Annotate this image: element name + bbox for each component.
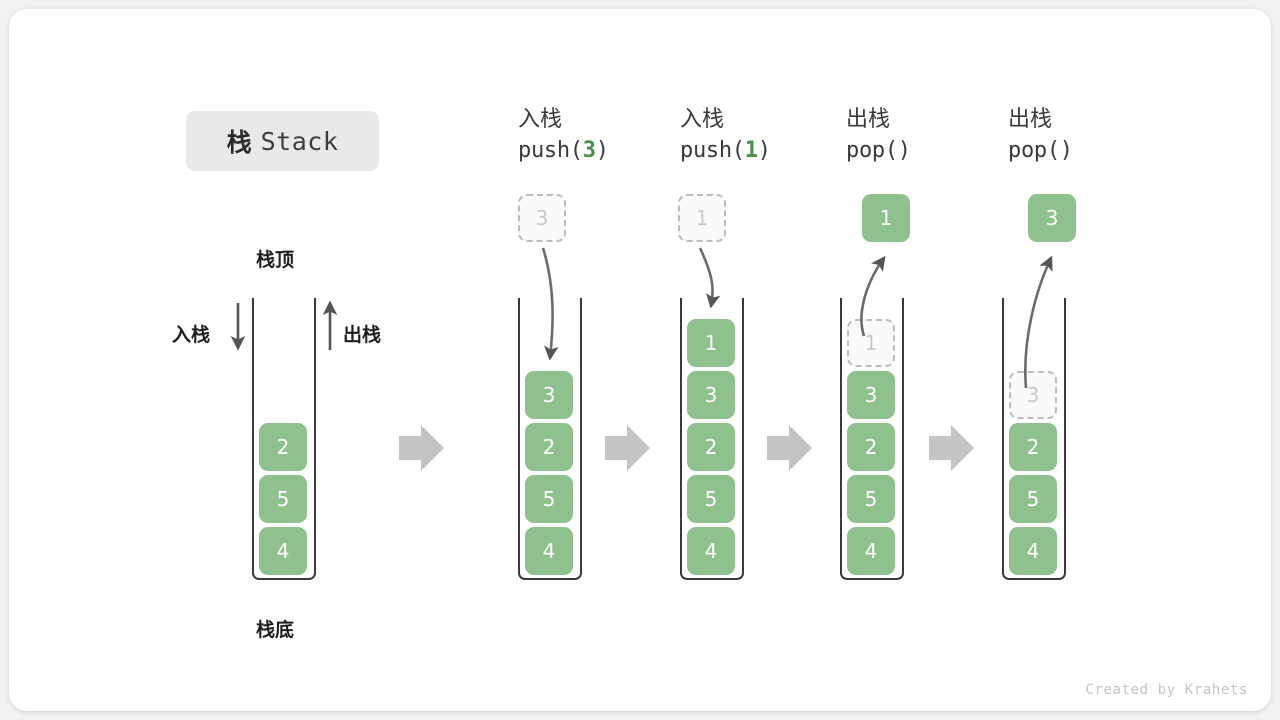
stack-cell: 1 [687,319,735,367]
stack-cell: 2 [259,423,307,471]
stack-cell: 4 [259,527,307,575]
stack-cell: 4 [1009,527,1057,575]
stack-cell-ghost: 3 [1009,371,1057,419]
column-header-pop-1: 出栈 pop() [846,104,1016,166]
op-prefix: pop( [1008,138,1060,164]
op-suffix: ) [897,138,911,164]
stack-cell: 5 [1009,475,1057,523]
watermark: Created by Krahets [1085,682,1248,698]
op-value: 3 [582,138,596,164]
stack-cell: 3 [525,371,573,419]
title-en: Stack [260,126,339,156]
op-prefix: push( [680,138,745,164]
op-suffix: ) [757,138,771,164]
column-header-push-3: 入栈 push(3) [518,104,688,166]
op-prefix: pop( [846,138,898,164]
diagram-title: 栈 Stack [186,111,379,171]
floating-cell-ghost: 3 [518,194,566,242]
stack-bottom-label: 栈底 [256,619,295,641]
op-suffix: ) [595,138,609,164]
column-header-cn: 出栈 [1008,107,1053,132]
stack-cell: 4 [525,527,573,575]
pop-direction-label: 出栈 [343,324,382,346]
stack-cell: 3 [687,371,735,419]
column-header-cn: 出栈 [846,107,891,132]
column-header-cn: 入栈 [680,107,725,132]
column-header-op: pop() [1008,135,1178,166]
op-prefix: push( [518,138,583,164]
floating-cell-popped: 3 [1028,194,1076,242]
column-header-push-1: 入栈 push(1) [680,104,850,166]
column-header-op: push(1) [680,135,850,166]
stack-cell: 5 [687,475,735,523]
op-suffix: ) [1059,138,1073,164]
stack-cell: 5 [525,475,573,523]
stack-cell: 2 [1009,423,1057,471]
stack-cell-ghost: 1 [847,319,895,367]
push-direction-label: 入栈 [172,324,211,346]
stack-cell: 4 [687,527,735,575]
stack-top-label: 栈顶 [256,249,295,271]
stack-cell: 5 [847,475,895,523]
op-value: 1 [744,138,758,164]
stack-cell: 2 [687,423,735,471]
floating-cell-ghost: 1 [678,194,726,242]
title-cn: 栈 [226,128,252,157]
stack-cell: 3 [847,371,895,419]
stack-cell: 2 [525,423,573,471]
floating-cell-popped: 1 [862,194,910,242]
stack-cell: 5 [259,475,307,523]
column-header-op: push(3) [518,135,688,166]
stack-cell: 2 [847,423,895,471]
column-header-cn: 入栈 [518,107,563,132]
column-header-pop-3: 出栈 pop() [1008,104,1178,166]
stack-cell: 4 [847,527,895,575]
column-header-op: pop() [846,135,1016,166]
